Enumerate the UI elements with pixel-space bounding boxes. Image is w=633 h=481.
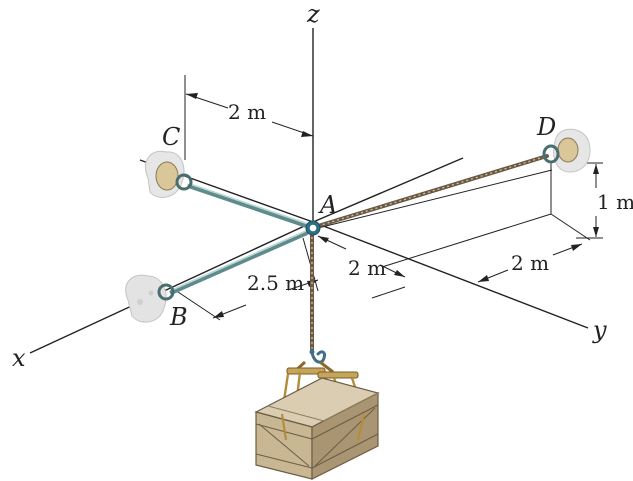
extension-line xyxy=(174,289,221,321)
neg-x-axis xyxy=(312,157,464,223)
arrowhead xyxy=(301,131,313,137)
ring-d xyxy=(542,144,560,164)
extension-line xyxy=(550,213,591,241)
construction-line-ground xyxy=(381,213,552,268)
dimension-label: 2.5 m xyxy=(247,271,304,295)
point-labels: A B C D xyxy=(162,113,556,331)
dimension-label: 2 m xyxy=(511,251,549,275)
dimension-y-to-d: 2 m xyxy=(371,213,591,299)
x-axis-label: x xyxy=(12,344,26,372)
arrowhead xyxy=(571,244,582,251)
dimension-d-height: 1 m xyxy=(575,162,633,239)
dimension-a-to-y: 2 m xyxy=(317,235,406,280)
arrowhead xyxy=(318,236,329,243)
ring-c xyxy=(175,173,193,191)
construction-lines xyxy=(317,163,553,268)
arrowhead xyxy=(394,270,405,277)
dimension-label: 2 m xyxy=(228,100,266,124)
ring-b xyxy=(157,283,175,301)
dimension-label: 2 m xyxy=(348,256,386,280)
arrowhead xyxy=(478,275,489,282)
point-label-d: D xyxy=(536,113,556,141)
coordinate-axes xyxy=(29,28,589,354)
wall-support-b xyxy=(125,274,167,323)
cable-ad xyxy=(316,154,549,228)
arrowhead xyxy=(593,227,599,237)
point-label-b: B xyxy=(169,303,188,331)
arrowhead xyxy=(213,311,224,318)
dimension-label: 1 m xyxy=(597,190,633,214)
construction-line-top xyxy=(317,169,553,229)
y-axis xyxy=(312,221,589,329)
ring-a xyxy=(305,220,321,236)
point-label-a: A xyxy=(318,191,337,219)
cable-ac xyxy=(187,183,311,229)
wall-support-c xyxy=(144,150,185,198)
crate xyxy=(254,360,380,480)
extension-line xyxy=(371,286,406,299)
point-label-c: C xyxy=(162,123,180,151)
arrowhead xyxy=(593,164,599,174)
cable-ab xyxy=(169,230,309,295)
wall-support-d xyxy=(553,128,591,173)
dimension-c-offset: 2 m xyxy=(184,75,314,160)
z-axis-label: z xyxy=(306,0,320,28)
arrowhead xyxy=(186,93,198,99)
axis-labels: z y x xyxy=(12,0,607,372)
hook xyxy=(309,348,326,364)
y-axis-label: y xyxy=(592,316,607,344)
